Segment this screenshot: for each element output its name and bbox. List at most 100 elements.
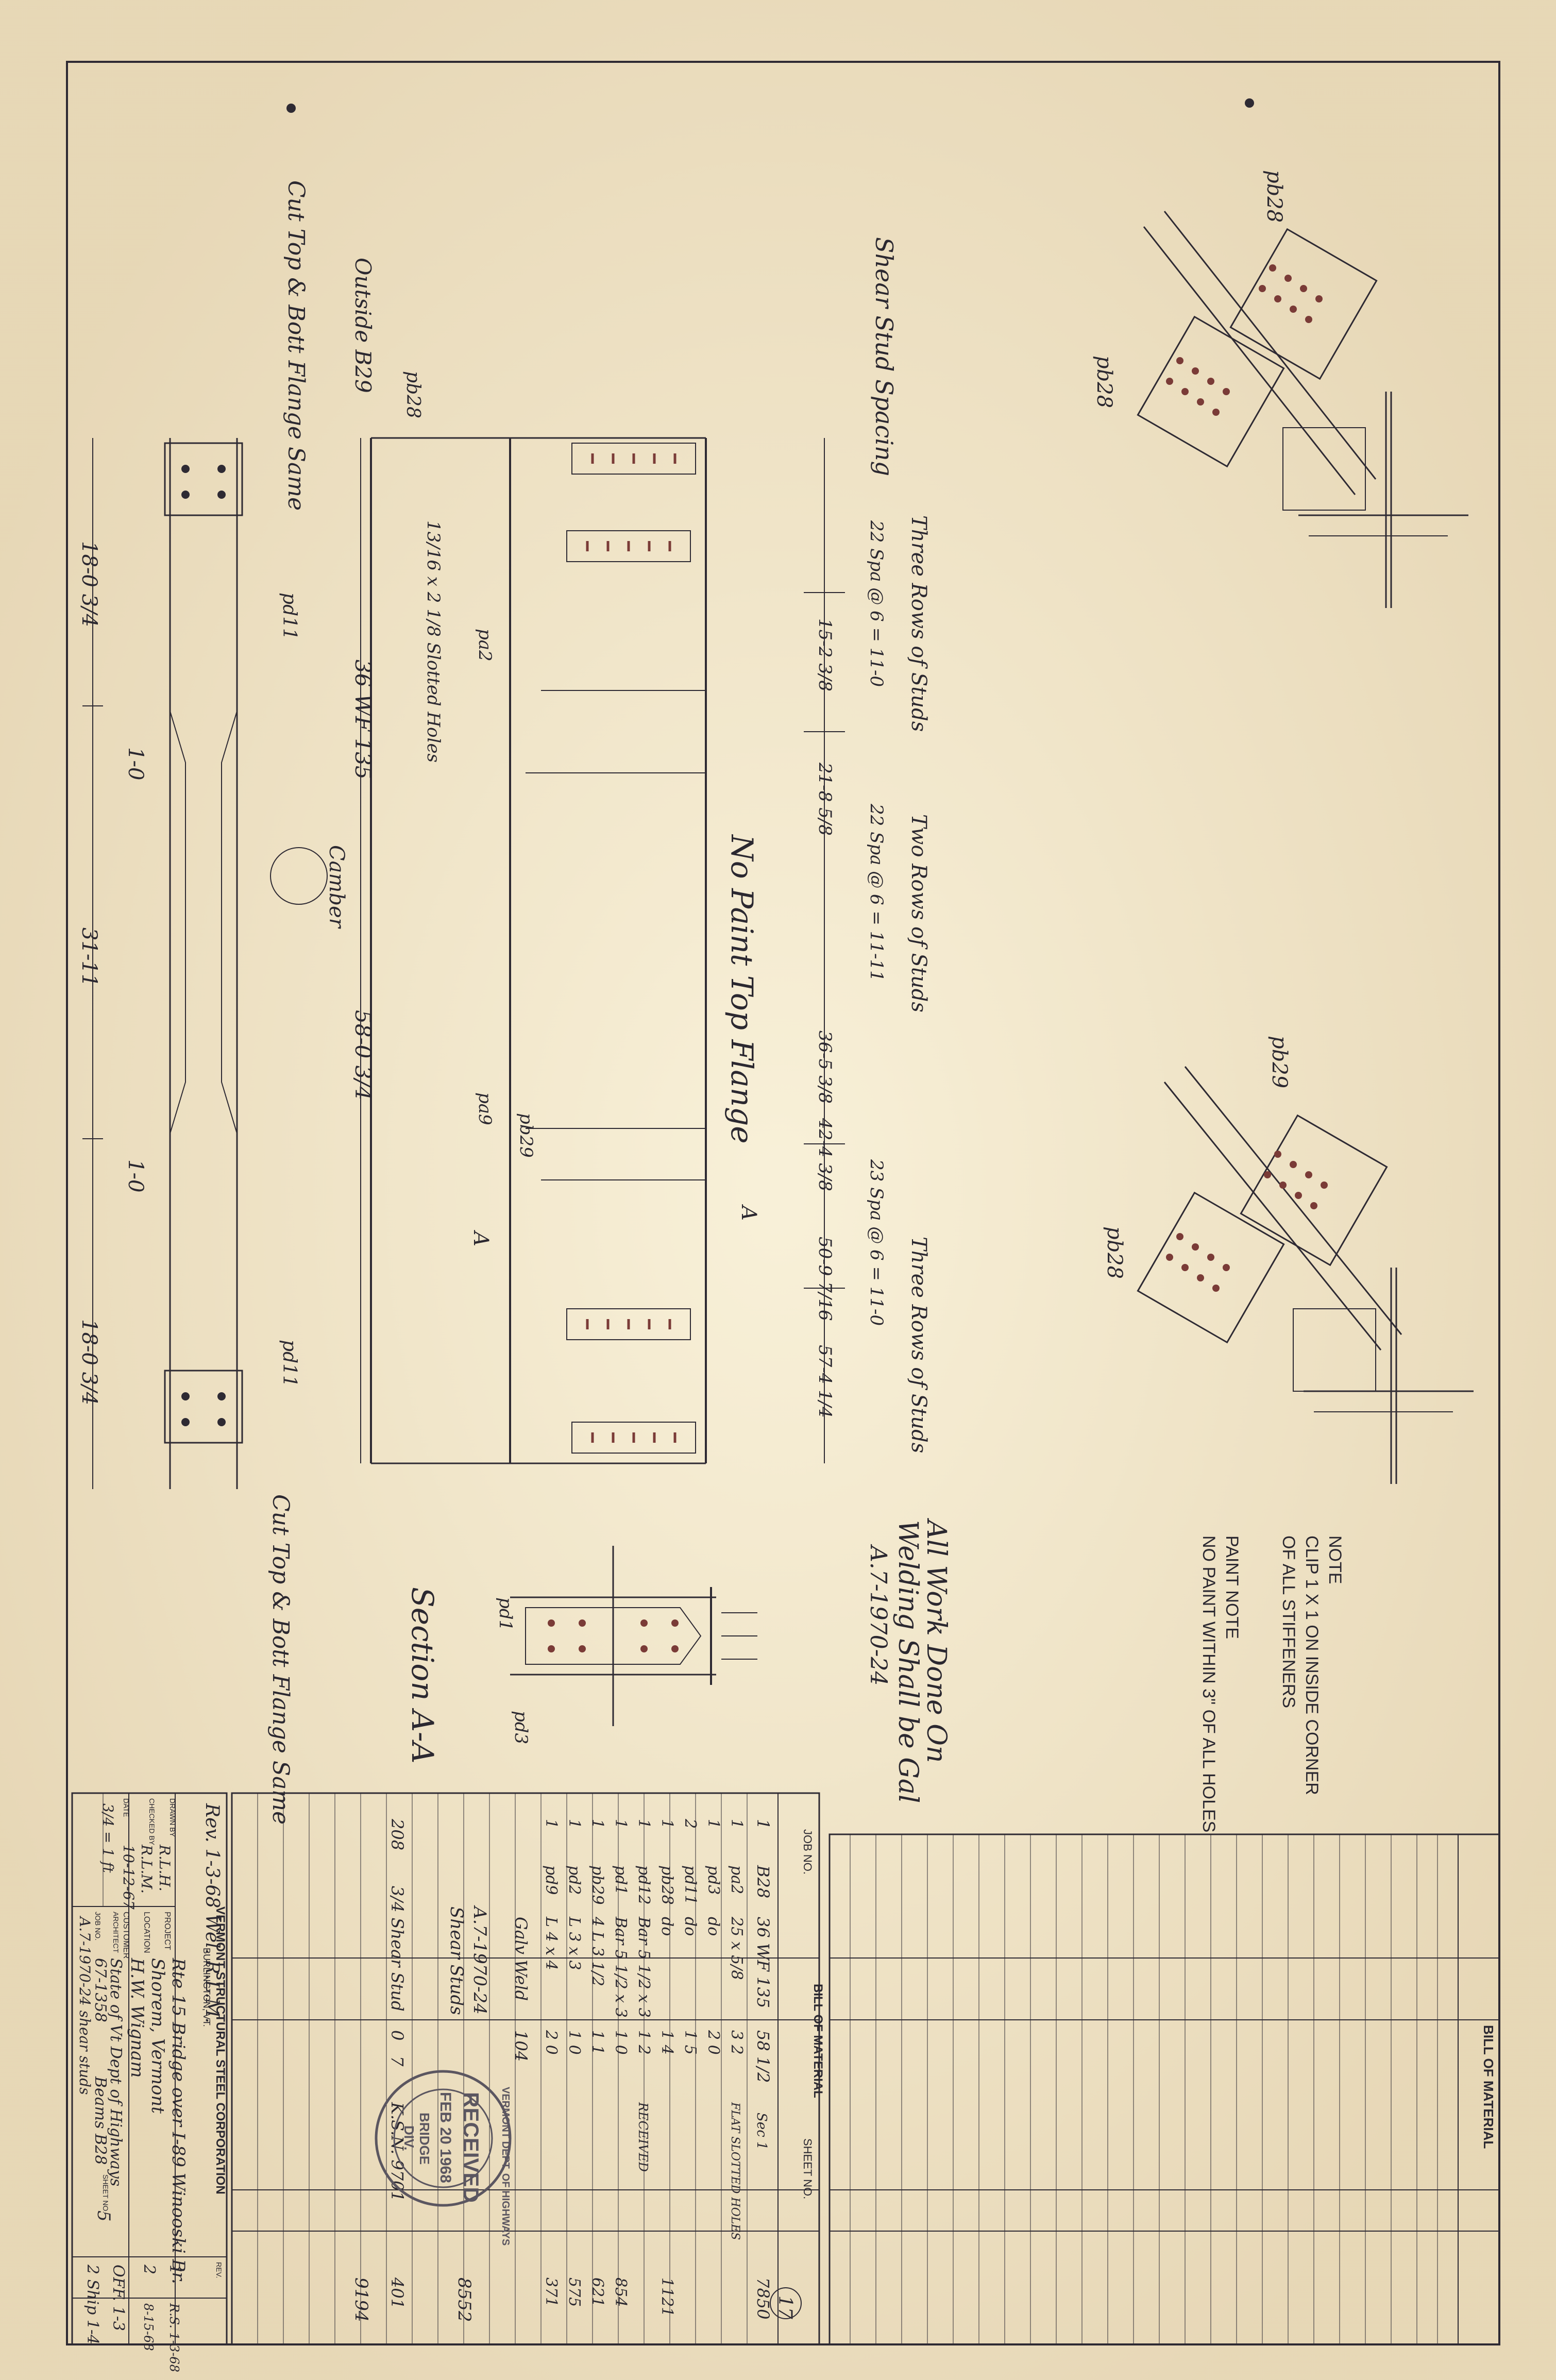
stamp-word: RECEIVED: [459, 2092, 483, 2203]
note-title: NOTE: [1325, 1535, 1345, 1584]
dimension: 15-2 3/8: [815, 618, 835, 691]
bom-row-mark: pb28: [658, 1865, 676, 1905]
bom-galv: Galv Weld: [511, 1917, 531, 2001]
piece-mark-label: pb28: [402, 371, 424, 418]
bom-row-desc: 4 L 3 1/2: [588, 1916, 606, 1986]
job-label: JOB NO.: [94, 1912, 102, 1940]
bom-row-weight: 371: [542, 2277, 560, 2307]
bom-row-weight: 7850: [753, 2277, 773, 2319]
slotted-holes: 13/16 x 2 1/8 Slotted Holes: [423, 520, 444, 763]
final-rev: OFF. 1-3: [109, 2265, 127, 2331]
welding-note: Welding Shall be Gal: [892, 1520, 923, 1803]
bill-of-material-filled: [231, 1792, 820, 2345]
bom-row-weight: 575: [565, 2277, 583, 2307]
three-rows-label: Three Rows of Studs: [907, 515, 931, 732]
bom-row-pieces: 1: [704, 1819, 722, 1829]
piece-mark-label: pd11: [279, 593, 300, 640]
bearing-dim: 1-0: [124, 1159, 147, 1192]
outside-label: Outside B29: [350, 258, 376, 393]
piece-mark-label: pb29: [1267, 1036, 1291, 1088]
camber-symbol: [270, 847, 328, 905]
cut-flange-note: Cut Top & Bott Flange Same: [267, 1494, 294, 1825]
project-label: PROJECT: [163, 1912, 172, 1950]
bom-row-ft: 0: [387, 2030, 407, 2040]
paint-note-title: PAINT NOTE: [1222, 1535, 1242, 1639]
no-paint-note: No Paint Top Flange: [724, 834, 759, 1144]
note-body: CLIP 1 X 1 ON INSIDE CORNER: [1302, 1535, 1322, 1795]
checked-label: CHECKED BY: [148, 1798, 156, 1846]
bom-filled-header: BILL OF MATERIAL: [811, 1984, 825, 2098]
rev-date: 8-15-68: [141, 2303, 156, 2351]
rev-no: 2: [140, 2264, 158, 2274]
section-mark: A: [469, 1229, 493, 1246]
bom-row-desc: Bar 5 1/2 x 3: [612, 1916, 630, 2018]
three-rows-label: Three Rows of Studs: [907, 1237, 931, 1453]
sheet-no-label: SHEET NO.: [801, 2138, 814, 2199]
spec-value: A.7-1970-24 shear studs: [76, 1915, 93, 2095]
revision-note: Rev. 1-3-68 Wel. R.L.M.: [201, 1803, 223, 2023]
stud-spacing-dim: 22 Spa @ 6 = 11-0: [866, 520, 887, 687]
piece-mark-label: pb28: [1262, 170, 1286, 223]
bom-row-mark: pd1: [612, 1865, 630, 1895]
piece-mark-label: pa9: [475, 1092, 495, 1125]
architect-label: ARCHITECT: [112, 1912, 120, 1953]
bom-row-mark: pd12: [635, 1865, 653, 1905]
location-value: Shorem, Vermont: [147, 1958, 168, 2114]
bom-row-desc: 36 WF 135: [753, 1917, 773, 2008]
bearing-dim: 1-0: [124, 747, 147, 780]
flange-dim: 18-0 3/4: [77, 1319, 101, 1405]
location-label: LOCATION: [142, 1912, 151, 1953]
job-value: 67-1358: [91, 1958, 109, 2022]
rev-no: 1: [166, 2265, 184, 2274]
bom-row-remarks: K.S.N. 9701: [387, 2102, 407, 2202]
stiffener-detail-top: [1137, 211, 1468, 608]
job-no-label: JOB NO.: [801, 1829, 814, 1875]
bom-row-desc: Bar 5 1/2 x 3: [635, 1916, 653, 2018]
bom-row-desc: do: [681, 1917, 699, 1936]
bom-row-pieces: 1: [565, 1819, 583, 1829]
dimension: 36-5 3/8: [815, 1031, 835, 1104]
bom-row-mark: B28: [753, 1865, 773, 1898]
two-rows-label: Two Rows of Studs: [907, 814, 931, 1012]
customer-label: CUSTOMER: [122, 1912, 130, 1959]
spec-note: A.7-1970-24: [865, 1544, 891, 1685]
stamp-div: DIV.: [401, 2125, 417, 2150]
dimension: 50-9 7/16: [815, 1237, 835, 1321]
architect-value: State of Vt Dept of Highways: [107, 1958, 125, 2186]
stamp-date: FEB 20 1968: [437, 2092, 454, 2183]
company-city: BURLINGTON, VT.: [201, 1948, 212, 2027]
date-label: DATE: [122, 1798, 130, 1817]
bom-row-pieces: 1: [588, 1819, 606, 1829]
bom-row-length: 1 2: [635, 2030, 653, 2055]
bom-row-weight: 854: [612, 2277, 630, 2307]
piece-mark-label: pa2: [475, 629, 495, 662]
bom-row-length: 1 5: [681, 2030, 699, 2055]
checked-value: R.L.M.: [138, 1844, 155, 1894]
bom-row-pieces: 2: [681, 1818, 699, 1829]
bom-row-mark: pd9: [542, 1865, 560, 1895]
bom-row-remarks: Sec 1: [754, 2113, 769, 2150]
bom-row-length: 1 1: [588, 2030, 606, 2055]
stamp-org: VERMONT DEPT. OF HIGHWAYS: [500, 2087, 511, 2246]
bom-row-mark: pd3: [704, 1865, 722, 1895]
bom-row-pieces: 208: [387, 1818, 407, 1850]
section-title: Section A-A: [405, 1587, 440, 1763]
drawn-value: R.L.H.: [156, 1844, 173, 1892]
bom-row-length: 2 0: [704, 2030, 722, 2055]
bill-of-material-blank: [828, 1833, 1500, 2345]
bom-row-in: 7: [387, 2056, 407, 2067]
flange-plan: [82, 438, 243, 1489]
bom-row-desc: 3/4 Shear Stud: [387, 1886, 407, 2012]
dimension: 57-4 1/4: [815, 1345, 835, 1418]
section-mark: A: [737, 1204, 760, 1221]
flange-dim: 18-0 3/4: [77, 541, 101, 627]
bom-row-desc: L 3 x 3: [565, 1916, 583, 1970]
dimension: 42-4 3/8: [815, 1118, 835, 1191]
bom-row-remarks: FLAT SLOTTED HOLES: [729, 2102, 741, 2240]
sheet-value: 5: [93, 2210, 114, 2222]
date-value: 10-12-67: [120, 1845, 137, 1910]
bom-spec: A.7-1970-24: [469, 1905, 490, 2015]
rev-label: REV.: [215, 2262, 223, 2278]
